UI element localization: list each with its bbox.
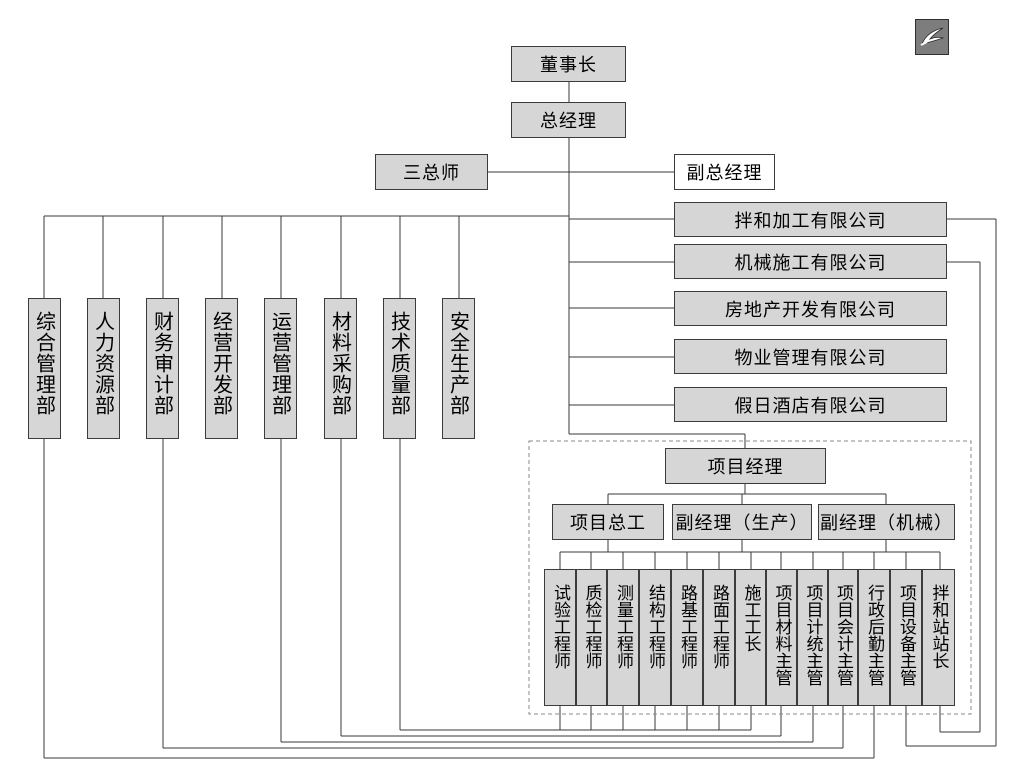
- team-role-box: 路面工程师: [703, 569, 735, 706]
- subsidiary-box: 假日酒店有限公司: [674, 387, 947, 422]
- team-role-box: 项目计统主管: [797, 569, 828, 706]
- team-role-box: 测量工程师: [607, 569, 639, 706]
- team-role-box: 质检工程师: [576, 569, 607, 706]
- department-box: 财务审计部: [146, 298, 179, 439]
- deputy-general-manager-box: 副总经理: [674, 154, 775, 190]
- department-box: 运营管理部: [264, 298, 297, 439]
- department-box: 综合管理部: [28, 298, 61, 439]
- team-role-box: 试验工程师: [544, 569, 576, 706]
- team-role-box: 拌和站站长: [922, 569, 955, 706]
- team-role-box: 结构工程师: [639, 569, 671, 706]
- subsidiary-box: 物业管理有限公司: [674, 339, 947, 374]
- chairman-box: 董事长: [511, 46, 626, 82]
- team-role-box: 路基工程师: [671, 569, 703, 706]
- department-box: 人力资源部: [87, 298, 120, 439]
- department-box: 材料采购部: [324, 298, 357, 439]
- department-box: 技术质量部: [383, 298, 416, 439]
- department-box: 安全生产部: [442, 298, 475, 439]
- team-role-box: 施工工长: [735, 569, 766, 706]
- deputy-manager-production-box: 副经理（生产）: [672, 504, 812, 540]
- team-role-box: 项目设备主管: [890, 569, 922, 706]
- subsidiary-box: 机械施工有限公司: [674, 244, 947, 279]
- project-manager-box: 项目经理: [665, 448, 826, 484]
- general-manager-box: 总经理: [511, 102, 626, 138]
- subsidiary-box: 房地产开发有限公司: [674, 291, 947, 326]
- bird-logo-icon: [915, 19, 949, 55]
- three-chief-engineers-box: 三总师: [375, 154, 488, 190]
- department-box: 经营开发部: [205, 298, 238, 439]
- deputy-manager-machinery-box: 副经理（机械）: [818, 504, 955, 540]
- project-chief-engineer-box: 项目总工: [552, 504, 664, 540]
- project-dashed-frame: [528, 440, 972, 715]
- team-role-box: 项目会计主管: [828, 569, 858, 706]
- team-role-box: 项目材料主管: [766, 569, 797, 706]
- subsidiary-box: 拌和加工有限公司: [674, 202, 947, 237]
- team-role-box: 行政后勤主管: [858, 569, 890, 706]
